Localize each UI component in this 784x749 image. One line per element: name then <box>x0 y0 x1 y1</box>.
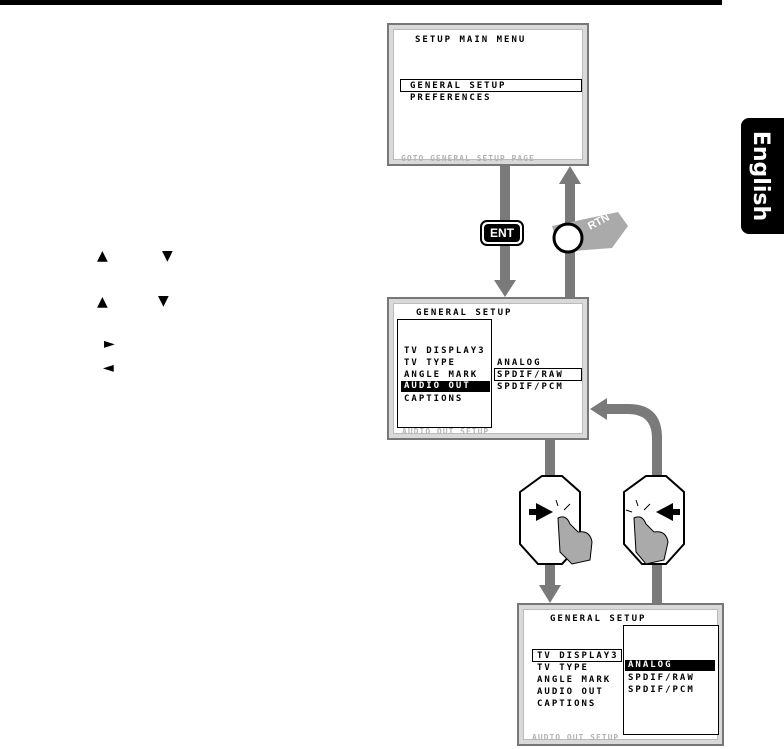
left-arrow-icon: ◄ <box>103 360 114 376</box>
up-arrow-icon: ▲ <box>97 248 108 264</box>
screen-title: GENERAL SETUP <box>416 308 513 318</box>
left-key-hand-icon <box>623 475 685 565</box>
selection-box <box>400 79 582 92</box>
down-arrow-icon: ▼ <box>162 248 173 264</box>
selection-box <box>532 649 622 662</box>
option-spdif-pcm[interactable]: SPDIF/PCM <box>628 685 695 695</box>
menu-item-captions[interactable]: CAPTIONS <box>404 394 464 404</box>
down-arrow-icon: ▼ <box>158 293 169 309</box>
menu-panel <box>397 319 492 428</box>
screen-title: SETUP MAIN MENU <box>415 35 527 45</box>
right-key-hand-icon <box>519 475 593 565</box>
menu-item-angle-mark[interactable]: ANGLE MARK <box>404 370 479 380</box>
top-rule <box>0 0 722 5</box>
menu-item-tv-display[interactable]: TV DISPLAY3 <box>537 651 619 661</box>
language-tab <box>741 118 784 234</box>
menu-item-audio-out[interactable]: AUDIO OUT <box>401 381 490 392</box>
screen-footer: AUDIO OUT SETUP <box>532 733 620 742</box>
screen-footer: GOTO GENERAL SETUP PAGE <box>401 154 535 163</box>
menu-item-tv-type[interactable]: TV TYPE <box>537 663 589 673</box>
return-flow-curve <box>606 404 662 603</box>
return-flow-arrowhead <box>590 398 607 420</box>
menu-item-audio-out[interactable]: AUDIO OUT <box>537 687 604 697</box>
up-arrow-icon: ▲ <box>97 294 108 310</box>
right-flow-arrowhead <box>539 585 561 603</box>
option-spdif-pcm[interactable]: SPDIF/PCM <box>497 382 564 392</box>
menu-item-angle-mark[interactable]: ANGLE MARK <box>537 675 612 685</box>
setup-main-menu-screen: SETUP MAIN MENU GENERAL SETUP PREFERENCE… <box>387 23 589 166</box>
option-analog[interactable]: ANALOG <box>497 358 542 368</box>
ent-button[interactable]: ENT <box>490 226 514 240</box>
right-arrow-icon: ► <box>104 336 115 352</box>
menu-item-general-setup[interactable]: GENERAL SETUP <box>410 81 507 91</box>
general-setup-options-screen: GENERAL SETUP TV DISPLAY3 TV TYPE ANGLE … <box>517 603 724 746</box>
option-spdif-raw[interactable]: SPDIF/RAW <box>497 370 564 380</box>
general-setup-screen: GENERAL SETUP TV DISPLAY3 TV TYPE ANGLE … <box>387 297 589 440</box>
ent-button-group <box>480 220 524 246</box>
menu-item-tv-display[interactable]: TV DISPLAY3 <box>404 346 486 356</box>
option-spdif-raw[interactable]: SPDIF/RAW <box>628 673 695 683</box>
ent-flow-arrowhead <box>494 280 516 297</box>
screen-footer: AUDIO OUT SETUP <box>402 427 490 436</box>
rtn-button[interactable] <box>554 224 582 252</box>
options-panel <box>623 625 719 735</box>
option-analog[interactable]: ANALOG <box>625 660 715 671</box>
option-selection-box <box>494 368 582 381</box>
menu-item-tv-type[interactable]: TV TYPE <box>404 358 456 368</box>
rtn-flow-arrowhead <box>559 166 581 184</box>
menu-item-captions[interactable]: CAPTIONS <box>537 699 597 709</box>
menu-item-preferences[interactable]: PREFERENCES <box>410 93 492 103</box>
rtn-button-group <box>552 212 628 254</box>
screen-title: GENERAL SETUP <box>550 614 647 624</box>
